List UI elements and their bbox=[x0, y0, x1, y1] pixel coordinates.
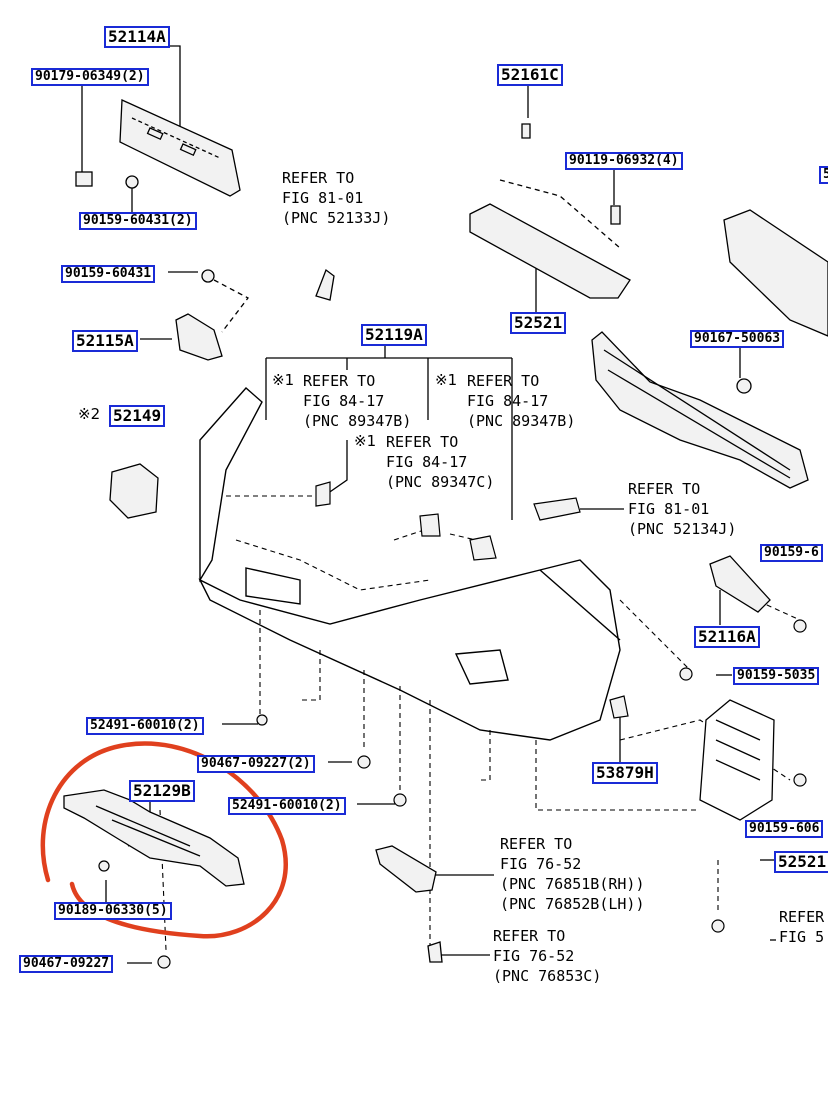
part-label-52129b: 52129B bbox=[129, 780, 195, 802]
highlight-circle bbox=[40, 741, 288, 939]
fender-liner bbox=[699, 699, 775, 821]
part-label-90159-60431-2: 90159-60431(2) bbox=[79, 212, 197, 230]
part-label-52491-60010-top: 52491-60010(2) bbox=[86, 717, 204, 735]
part-52149 bbox=[109, 463, 159, 519]
part-label-52114a: 52114A bbox=[104, 26, 170, 48]
engine-under-cover-52129b bbox=[63, 789, 245, 887]
part-label-52116a: 52116A bbox=[694, 626, 760, 648]
clip-52133j bbox=[315, 268, 335, 301]
part-label-90159-60431: 90159-60431 bbox=[61, 265, 156, 283]
small-clips bbox=[98, 481, 807, 969]
note-mark-1b: ※1 bbox=[435, 371, 458, 389]
part-label-90189-06330: 90189-06330(5) bbox=[54, 902, 172, 920]
front-bumper-cover bbox=[198, 387, 621, 741]
part-label-52119a: 52119A bbox=[361, 324, 427, 346]
bracket-52116a bbox=[709, 555, 771, 613]
part-label-right-edge: 5 bbox=[819, 166, 828, 184]
part-label-90167-50063: 90167-50063 bbox=[690, 330, 785, 348]
grille-lower bbox=[591, 331, 809, 489]
part-label-53879h: 53879H bbox=[592, 762, 658, 784]
part-label-90179-06349: 90179-06349(2) bbox=[31, 68, 149, 86]
note-mark-2: ※2 bbox=[78, 405, 101, 423]
part-label-90159-5035: 90159-5035 bbox=[733, 667, 820, 685]
part-label-52149: 52149 bbox=[109, 405, 166, 427]
bracket-52521 bbox=[469, 123, 631, 299]
part-label-52115a: 52115A bbox=[72, 330, 138, 352]
part-label-52521-right: 52521 bbox=[774, 851, 828, 873]
bracket-52115a bbox=[175, 269, 249, 361]
part-label-90119-06932: 90119-06932(4) bbox=[565, 152, 683, 170]
note-mark-1c: ※1 bbox=[354, 432, 377, 450]
part-label-90467-09227-2: 90467-09227(2) bbox=[197, 755, 315, 773]
fog-lamp-trim bbox=[375, 845, 443, 963]
part-label-52491-60010-bottom: 52491-60010(2) bbox=[228, 797, 346, 815]
part-label-90159-6: 90159-6 bbox=[760, 544, 823, 562]
part-label-52161c: 52161C bbox=[497, 64, 563, 86]
part-label-52521: 52521 bbox=[510, 312, 567, 334]
part-label-90159-606: 90159-606 bbox=[745, 820, 824, 838]
grille-upper bbox=[723, 209, 828, 337]
note-mark-1a: ※1 bbox=[272, 371, 295, 389]
part-label-90467-09227: 90467-09227 bbox=[19, 955, 114, 973]
license-plate-bracket bbox=[75, 99, 241, 197]
